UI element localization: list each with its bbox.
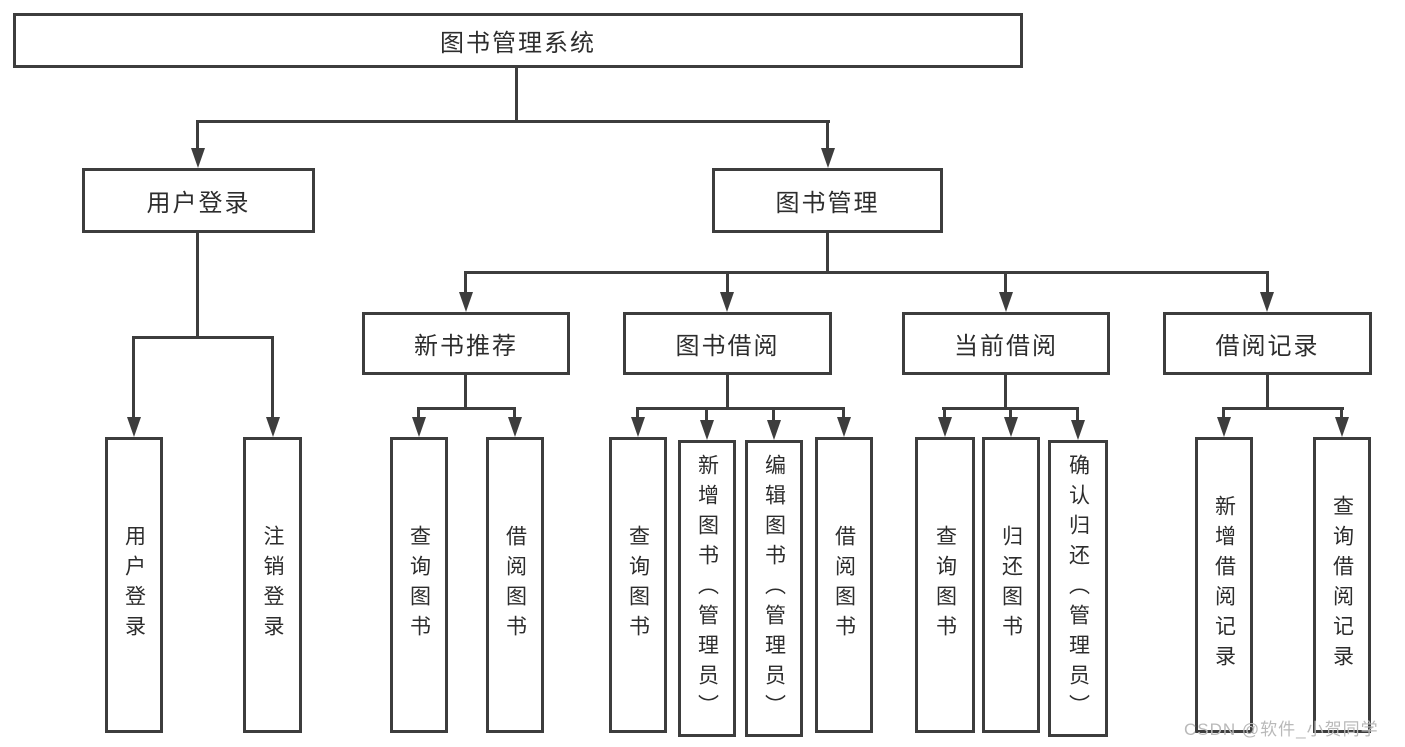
connector-book-management-bar: [464, 271, 1269, 274]
node-logout-leaf-label: 注销登录: [261, 525, 284, 645]
node-records-query-record-label: 查询借阅记录: [1330, 495, 1354, 675]
connector-drop-borrow-edit: [772, 407, 775, 422]
connector-book-management-stem: [826, 233, 829, 273]
connector-drop-current-query: [943, 407, 946, 419]
connector-drop-records-query: [1340, 407, 1343, 419]
connector-drop-current-return: [1009, 407, 1012, 419]
arrowhead-borrow-records: [1260, 292, 1274, 312]
arrowhead-new-book: [459, 292, 473, 312]
node-current-confirm-return-admin-label: 确认归还（管理员）: [1066, 453, 1090, 724]
node-records-add-record-label: 新增借阅记录: [1212, 495, 1236, 675]
node-user-login: 用户登录: [82, 168, 315, 233]
arrowhead-login-leaf: [127, 417, 141, 437]
connector-user-login-bar: [132, 336, 273, 339]
connector-drop-borrow-add: [705, 407, 708, 422]
connector-records-stem: [1266, 375, 1269, 409]
node-records-query-record: 查询借阅记录: [1313, 437, 1371, 733]
node-current-return-books: 归还图书: [982, 437, 1040, 733]
arrowhead-book-borrow: [720, 292, 734, 312]
node-user-login-leaf-label: 用户登录: [122, 525, 146, 645]
connector-drop-recommend-borrow: [513, 407, 516, 419]
connector-drop-new-book: [464, 271, 467, 294]
arrowhead-current-return: [1004, 417, 1018, 437]
node-borrow-records: 借阅记录: [1163, 312, 1372, 375]
arrowhead-borrow-query: [631, 417, 645, 437]
connector-current-stem: [1004, 375, 1007, 409]
node-user-login-label: 用户登录: [146, 190, 251, 217]
arrowhead-book-management: [821, 148, 835, 168]
arrowhead-current-query: [938, 417, 952, 437]
connector-recommend-bar: [417, 407, 516, 410]
node-borrow-query-books-label: 查询图书: [626, 525, 650, 645]
connector-user-login-stem: [196, 233, 199, 338]
arrowhead-logout-leaf: [266, 417, 280, 437]
node-recommend-query-books-label: 查询图书: [407, 525, 431, 645]
node-current-borrow: 当前借阅: [902, 312, 1110, 375]
arrowhead-borrow-borrow: [837, 417, 851, 437]
arrowhead-current-confirm: [1071, 420, 1085, 440]
node-new-book-recommend-label: 新书推荐: [414, 333, 518, 360]
node-book-management: 图书管理: [712, 168, 943, 233]
connector-recommend-stem: [464, 375, 467, 409]
connector-root-stem: [515, 67, 518, 122]
connector-drop-logout-leaf: [271, 336, 274, 419]
arrowhead-recommend-query: [412, 417, 426, 437]
connector-borrow-bar: [636, 407, 845, 410]
arrowhead-borrow-edit: [767, 420, 781, 440]
node-recommend-query-books: 查询图书: [390, 437, 448, 733]
connector-drop-records-add: [1222, 407, 1225, 419]
connector-borrow-stem: [726, 375, 729, 409]
node-current-query-books: 查询图书: [915, 437, 975, 733]
arrowhead-user-login: [191, 148, 205, 168]
arrowhead-records-query: [1335, 417, 1349, 437]
node-book-management-label: 图书管理: [775, 190, 880, 217]
node-logout-leaf: 注销登录: [243, 437, 302, 733]
node-borrow-borrow-books-label: 借阅图书: [832, 525, 856, 645]
connector-drop-book-management: [826, 120, 829, 150]
node-current-return-books-label: 归还图书: [999, 525, 1023, 645]
connector-drop-borrow-records: [1266, 271, 1269, 294]
node-current-query-books-label: 查询图书: [933, 525, 957, 645]
connector-drop-recommend-query: [417, 407, 420, 419]
arrowhead-recommend-borrow: [508, 417, 522, 437]
node-borrow-edit-books-admin-label: 编辑图书（管理员）: [762, 453, 786, 724]
node-current-borrow-label: 当前借阅: [954, 333, 1058, 360]
node-recommend-borrow-books: 借阅图书: [486, 437, 544, 733]
node-borrow-query-books: 查询图书: [609, 437, 667, 733]
connector-drop-borrow-borrow: [842, 407, 845, 419]
node-root: 图书管理系统: [13, 13, 1023, 68]
node-book-borrow-label: 图书借阅: [675, 333, 780, 360]
node-borrow-edit-books-admin: 编辑图书（管理员）: [745, 440, 803, 737]
node-new-book-recommend: 新书推荐: [362, 312, 570, 375]
node-borrow-borrow-books: 借阅图书: [815, 437, 873, 733]
connector-records-bar: [1222, 407, 1344, 410]
arrowhead-records-add: [1217, 417, 1231, 437]
watermark: CSDN @软件_小贺同学: [1184, 720, 1379, 739]
connector-drop-current-confirm: [1076, 407, 1079, 422]
node-borrow-add-books-admin: 新增图书（管理员）: [678, 440, 736, 737]
node-recommend-borrow-books-label: 借阅图书: [503, 525, 527, 645]
connector-drop-current-borrow: [1004, 271, 1007, 294]
node-borrow-records-label: 借阅记录: [1215, 333, 1320, 360]
connector-root-bar: [196, 120, 830, 123]
node-user-login-leaf: 用户登录: [105, 437, 163, 733]
arrowhead-borrow-add: [700, 420, 714, 440]
arrowhead-current-borrow: [999, 292, 1013, 312]
node-book-borrow: 图书借阅: [623, 312, 832, 375]
connector-drop-user-login: [196, 120, 199, 150]
connector-drop-borrow-query: [636, 407, 639, 419]
node-records-add-record: 新增借阅记录: [1195, 437, 1253, 733]
connector-drop-login-leaf: [132, 336, 135, 419]
node-borrow-add-books-admin-label: 新增图书（管理员）: [695, 453, 719, 724]
node-root-label: 图书管理系统: [440, 30, 596, 57]
node-current-confirm-return-admin: 确认归还（管理员）: [1048, 440, 1108, 737]
connector-drop-book-borrow: [726, 271, 729, 294]
